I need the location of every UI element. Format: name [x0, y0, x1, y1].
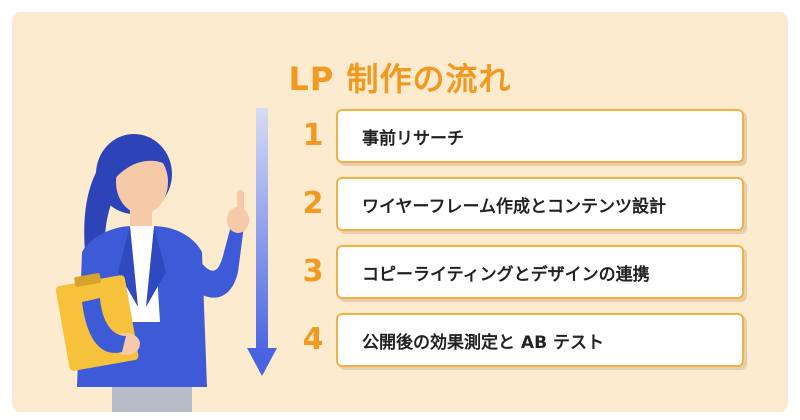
step-box-2: ワイヤーフレーム作成とコンテンツ設計 — [336, 177, 744, 231]
flow-card: LP 制作の流れ — [12, 12, 788, 412]
page-title: LP 制作の流れ — [288, 60, 512, 98]
step-box-1: 事前リサーチ — [336, 109, 744, 163]
step-number-2: 2 — [302, 186, 324, 221]
step-box-4: 公開後の効果測定と AB テスト — [336, 313, 744, 367]
step-number-3: 3 — [302, 254, 324, 289]
step-number-1: 1 — [302, 118, 324, 153]
step-label-1: 事前リサーチ — [362, 128, 464, 149]
step-box-3: コピーライティングとデザインの連携 — [336, 245, 744, 299]
step-number-4: 4 — [302, 322, 324, 357]
woman-with-clipboard-illustration — [55, 134, 249, 412]
step-label-3: コピーライティングとデザインの連携 — [362, 264, 650, 285]
step-label-2: ワイヤーフレーム作成とコンテンツ設計 — [362, 196, 666, 217]
down-arrow-icon — [247, 108, 277, 376]
step-label-4: 公開後の効果測定と AB テスト — [362, 332, 604, 353]
